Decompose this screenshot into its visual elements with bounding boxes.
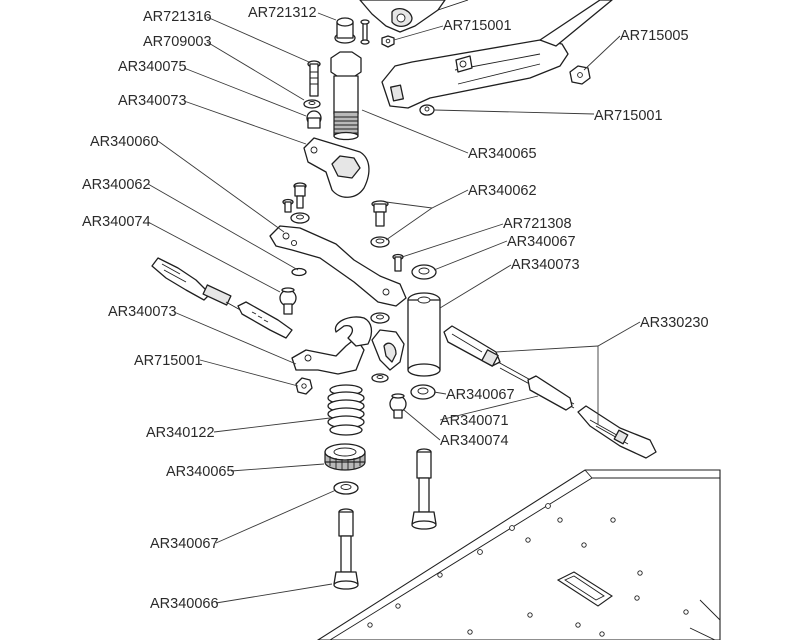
label-AR340122: AR340122 [146, 425, 215, 441]
cup-340071 [371, 329, 405, 371]
spring-340122 [327, 384, 365, 436]
post-shaft-340066-right [411, 448, 437, 530]
spacer-340067-top [411, 264, 437, 280]
label-AR340073: AR340073 [511, 257, 580, 273]
nut-715005 [569, 65, 591, 85]
label-AR340075: AR340075 [118, 59, 187, 75]
washer-340073-left [370, 312, 390, 324]
label-AR340067: AR340067 [507, 234, 576, 250]
screw-340074-left [282, 198, 294, 213]
adjuster-nut-340065 [324, 443, 366, 471]
label-AR721308: AR721308 [503, 216, 572, 232]
ball-stud-340062-right [371, 200, 389, 227]
label-AR721316: AR721316 [143, 9, 212, 25]
label-AR715005: AR715005 [620, 28, 689, 44]
pin-721308 [392, 253, 404, 272]
label-AR340062: AR340062 [82, 177, 151, 193]
label-AR340067: AR340067 [446, 387, 515, 403]
label-AR721312: AR721312 [248, 5, 317, 21]
label-AR330230: AR330230 [640, 315, 709, 331]
small-screw-721312 [360, 19, 370, 45]
washer-721308 [370, 236, 390, 248]
washer-709003 [303, 99, 321, 109]
post-shaft-340066-left [333, 508, 359, 590]
part-labels: AR721316 AR721312 AR709003 AR340075 AR34… [82, 5, 709, 612]
label-AR340062: AR340062 [468, 183, 537, 199]
label-AR715001: AR715001 [134, 353, 203, 369]
bellcrank-plate-340060 [269, 225, 407, 307]
spacer-340067-mid [410, 384, 436, 400]
ball-340074-left [279, 287, 297, 315]
nut-715001-center [371, 373, 389, 383]
chassis-plate [316, 469, 721, 640]
servo-saver-340073 [291, 316, 373, 375]
label-AR715001: AR715001 [443, 18, 512, 34]
label-AR715001: AR715001 [594, 108, 663, 124]
turnbuckle-left-340073 [151, 257, 293, 339]
label-AR340067: AR340067 [150, 536, 219, 552]
label-AR340071: AR340071 [440, 413, 509, 429]
plate-slot [556, 571, 613, 607]
servo-saver-arm-top [359, 0, 469, 33]
washer-340062-left [290, 212, 310, 224]
screw-721316 [307, 60, 321, 97]
ball-340074-right [389, 393, 407, 419]
nut-715001-top [381, 35, 395, 48]
label-AR340060: AR340060 [90, 134, 159, 150]
post-tower-340073 [407, 292, 441, 377]
washer-340062-mid [291, 267, 307, 277]
label-AR340073: AR340073 [118, 93, 187, 109]
label-AR340065: AR340065 [166, 464, 235, 480]
steering-arm-right [381, 0, 613, 109]
label-AR340073: AR340073 [108, 304, 177, 320]
label-AR340066: AR340066 [150, 596, 219, 612]
label-AR709003: AR709003 [143, 34, 212, 50]
nut-715001-bottom [295, 377, 313, 395]
ball-stud-340062-left [293, 182, 307, 209]
washer-340067-bottom [333, 481, 359, 495]
label-AR340065: AR340065 [468, 146, 537, 162]
turnbuckle-right-330230 [443, 325, 657, 459]
servo-horn-340065 [303, 137, 370, 198]
leader-lines [147, 12, 641, 604]
hex-post-shaft [330, 17, 362, 141]
plate-holes [367, 503, 689, 637]
nut-715001-mid [419, 104, 435, 116]
label-AR340074: AR340074 [82, 214, 151, 230]
ball-340073-top [306, 110, 322, 129]
label-AR340074: AR340074 [440, 433, 509, 449]
